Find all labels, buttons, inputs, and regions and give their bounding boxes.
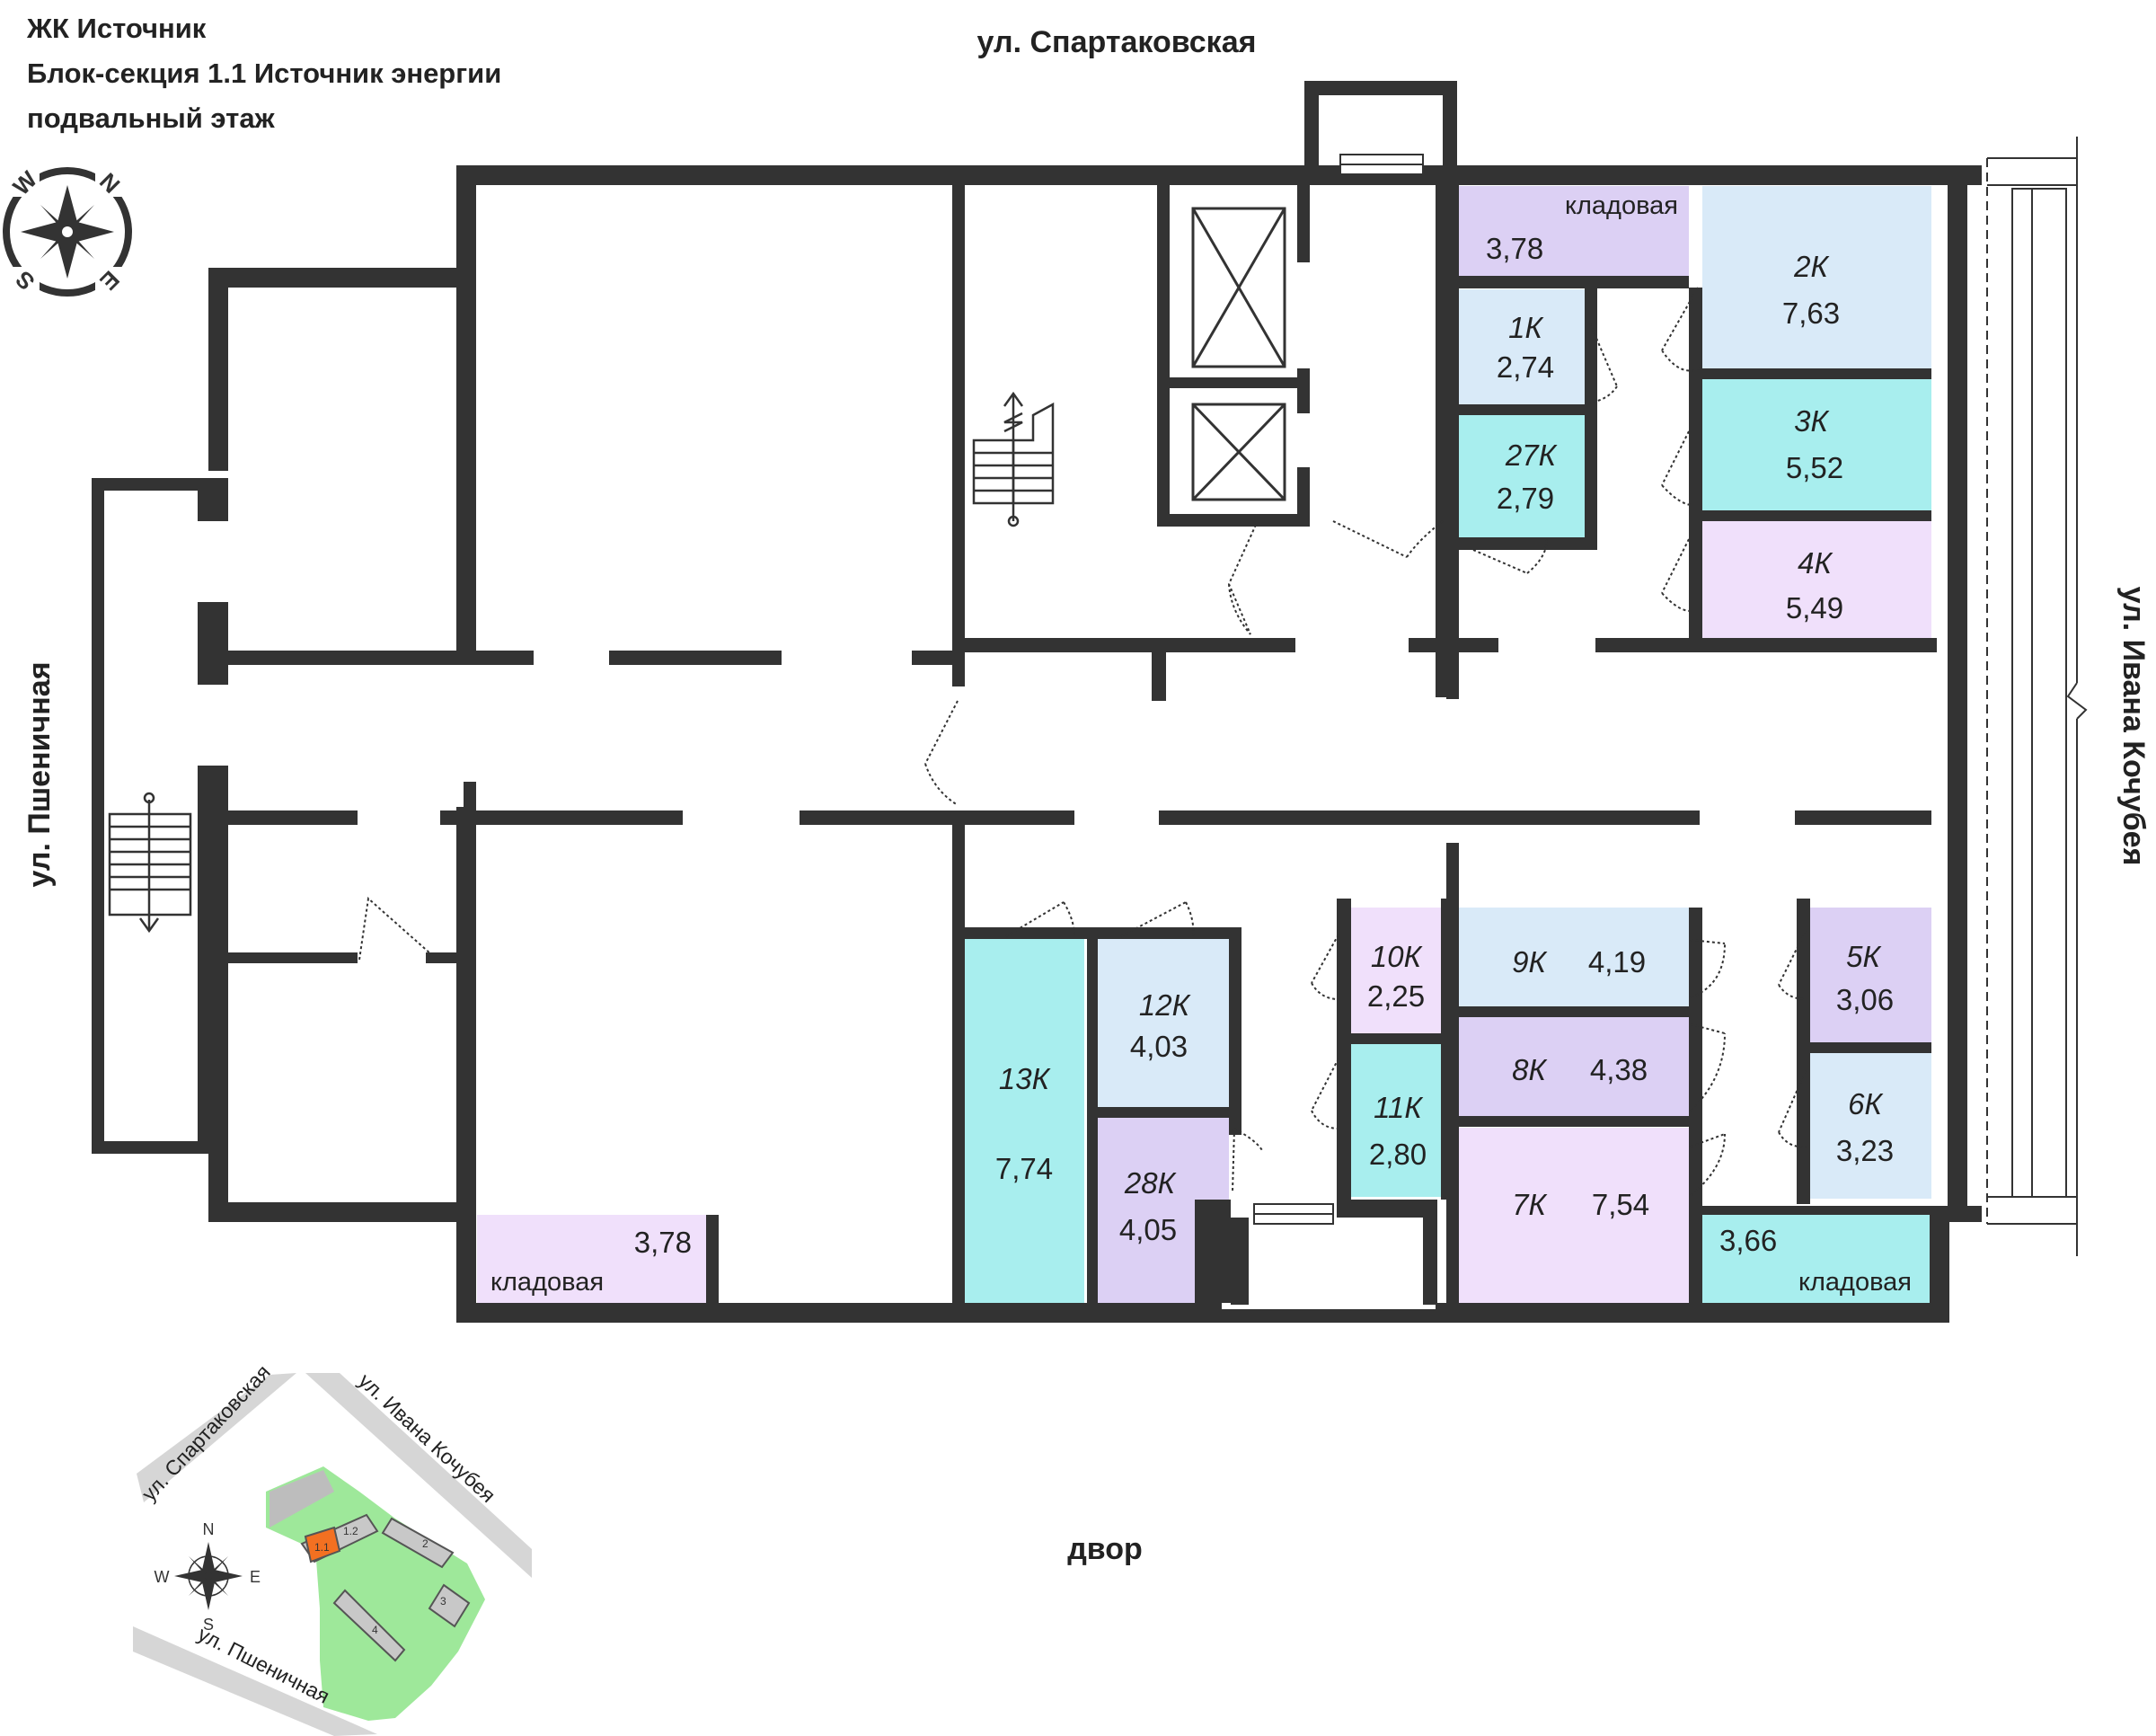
room-area-label: 7,54 [1592, 1188, 1649, 1221]
room-fill-4k [1702, 519, 1931, 651]
floor-title: подвальный этаж [27, 102, 275, 134]
street-bottom-label: двор [1067, 1532, 1143, 1566]
room-fill-9k [1459, 908, 1689, 1006]
room-id-label: 4К [1798, 546, 1833, 580]
room-id-label: 6К [1848, 1087, 1883, 1120]
site-compass-w: W [155, 1568, 170, 1586]
room-fill-7k [1459, 1128, 1689, 1303]
room-id-label: 10К [1371, 940, 1423, 973]
site-street-label: ул. Ивана Кочубея [354, 1368, 500, 1507]
room-id-label: 9К [1512, 945, 1547, 979]
building-label: 2 [422, 1537, 429, 1550]
room-area-label: 3,23 [1836, 1134, 1894, 1167]
room-fill-storage-bl [477, 1215, 706, 1303]
lift-shaft-1 [1191, 207, 1286, 368]
complex-title: ЖК Источник [27, 13, 207, 44]
building-label: 1.1 [314, 1541, 330, 1554]
room-id-label: 27К [1505, 438, 1558, 472]
room-fill-27k [1459, 415, 1585, 537]
room-id-label: 1К [1508, 311, 1543, 344]
street-right-label: ул. Ивана Кочубея [2116, 587, 2151, 866]
room-type-label: кладовая [1798, 1268, 1912, 1297]
site-compass-n: N [203, 1520, 215, 1538]
site-plan-map: 1.1 1.2 2 3 4 ул. Спартаковская ул. Иван… [133, 1348, 532, 1736]
windows [1253, 154, 1424, 1225]
building-label: 1.2 [343, 1525, 358, 1537]
room-area-label: 5,52 [1786, 451, 1843, 484]
room-id-label: 13К [999, 1062, 1051, 1095]
room-fills [477, 186, 1945, 1303]
room-fill-6k [1810, 1053, 1931, 1199]
room-fill-12k [1094, 939, 1229, 1107]
stairs-icon [972, 391, 1055, 527]
room-area-label: 7,74 [995, 1152, 1053, 1185]
room-fill-storage-top [1459, 186, 1689, 276]
room-fill-8k [1459, 1017, 1689, 1116]
room-id-label: 28К [1124, 1166, 1177, 1200]
room-area-label: 2,25 [1367, 979, 1425, 1013]
room-type-label: кладовая [1565, 191, 1678, 220]
room-fill-3k [1702, 379, 1931, 510]
room-area-label: 3,06 [1836, 983, 1894, 1016]
room-area-label: 5,49 [1786, 591, 1843, 624]
room-id-label: 7К [1512, 1188, 1547, 1221]
current-building-marker [304, 1526, 341, 1563]
room-fill-10k [1345, 908, 1444, 1033]
room-area-label: 7,63 [1782, 297, 1840, 330]
room-fill-1k [1459, 289, 1585, 404]
room-id-label: 11К [1374, 1091, 1423, 1124]
room-fill-storage-br [1702, 1215, 1945, 1303]
street-left-label: ул. Пшеничная [22, 661, 57, 887]
doors [358, 287, 1807, 1196]
building-label: 3 [440, 1595, 446, 1608]
building-label: 4 [372, 1624, 378, 1636]
stairs-left-icon [108, 792, 192, 934]
room-area-label: 4,19 [1588, 945, 1646, 979]
room-labels: кладовая 3,78 2К 7,63 1К 2,74 27К 2,79 3… [490, 191, 1912, 1297]
room-type-label: кладовая [490, 1268, 604, 1297]
room-area-label: 2,80 [1369, 1138, 1427, 1171]
room-id-label: 2К [1793, 250, 1829, 283]
room-id-label: 5К [1846, 940, 1881, 973]
lift-shaft-2 [1191, 403, 1286, 501]
room-id-label: 12К [1139, 988, 1191, 1022]
room-area-label: 4,03 [1130, 1030, 1188, 1063]
site-compass-e: E [250, 1568, 261, 1586]
room-id-label: 3К [1794, 404, 1829, 438]
site-compass-icon: N E S W [155, 1520, 261, 1634]
room-area-label: 2,79 [1497, 482, 1554, 515]
room-area-label: 2,74 [1497, 350, 1554, 384]
room-area-label: 4,38 [1590, 1053, 1648, 1086]
lift-shafts [1191, 207, 1286, 501]
room-fill-11k [1345, 1042, 1444, 1197]
street-top-label: ул. Спартаковская [977, 25, 1257, 59]
right-gallery [1986, 137, 2088, 1256]
room-fill-5k [1810, 908, 1931, 1042]
section-title: Блок-секция 1.1 Источник энергии [27, 58, 502, 89]
room-area-label: 4,05 [1119, 1213, 1177, 1246]
room-area-label: 3,78 [1486, 232, 1543, 265]
room-fill-2k [1702, 186, 1931, 370]
room-area-label: 3,78 [634, 1226, 692, 1259]
room-area-label: 3,66 [1719, 1224, 1777, 1257]
walls [92, 81, 1982, 1323]
compass-rose-icon: N E S W [3, 165, 132, 297]
site-compass-s: S [203, 1616, 214, 1634]
room-fill-13k [963, 939, 1084, 1303]
room-id-label: 8К [1512, 1053, 1547, 1086]
